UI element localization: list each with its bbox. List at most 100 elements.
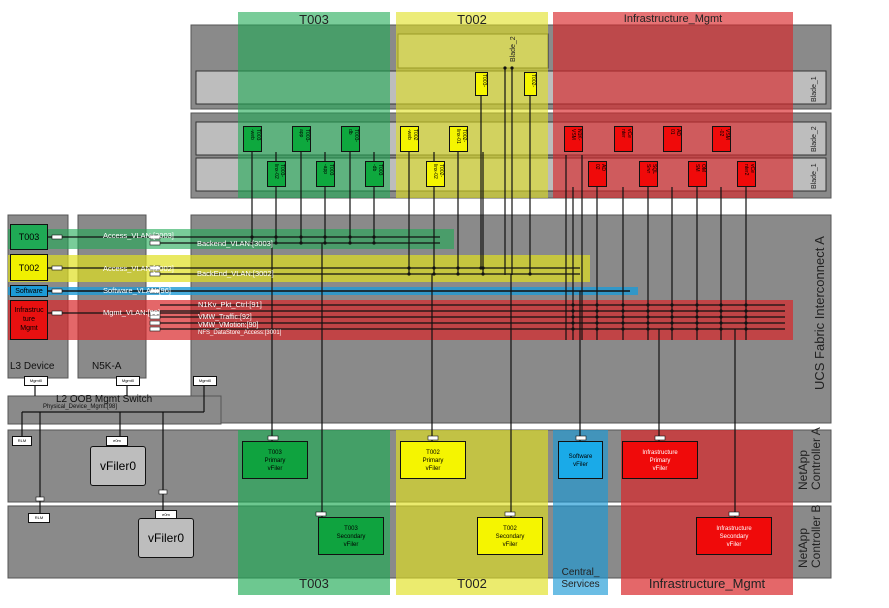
junction-dot-54 <box>719 315 723 319</box>
junction-dot-26 <box>571 327 575 331</box>
junction-dot-49 <box>695 315 699 319</box>
mgmt0-port-l3[interactable]: Mgmt0 <box>24 376 48 386</box>
vm-b2-t003-b[interactable]: T003-app <box>292 126 311 152</box>
port-marker-7 <box>149 271 161 277</box>
vm-b1-t003-c[interactable]: T003-db <box>365 161 384 187</box>
device-t002[interactable]: T002 <box>10 254 48 281</box>
rlm-port-a[interactable]: RLM <box>12 436 32 446</box>
port-markers <box>35 234 740 517</box>
port-marker-6 <box>149 265 161 271</box>
junction-dot-31 <box>595 327 599 331</box>
oob-switch-box <box>7 395 222 425</box>
n5k-label: N5K-A <box>92 361 122 372</box>
junction-dot-17 <box>456 272 460 276</box>
rlm-port-b[interactable]: RLM <box>28 513 50 523</box>
vm-c1-t002[interactable]: T002- <box>524 72 537 96</box>
vm-b2-t002-b[interactable]: T002-linx-01 <box>449 126 468 152</box>
junction-dot-30 <box>595 321 599 325</box>
junction-dot-37 <box>646 303 650 307</box>
port-marker-8 <box>149 288 161 294</box>
device-infra-line2: ture <box>22 316 36 323</box>
mgmt0-port-ucs[interactable]: Mgmt0 <box>193 376 217 386</box>
device-t002-label: T002 <box>18 262 40 273</box>
device-software-label: Software <box>15 287 43 295</box>
junction-dot-11 <box>372 241 376 245</box>
vm-b2-infra-d[interactable]: VSM-02 <box>712 126 731 152</box>
vm-b2-t003-c[interactable]: T003-db <box>341 126 360 152</box>
vm-c1-t003[interactable]: T003- <box>475 72 488 96</box>
vfiler-t003-primary[interactable]: T003 Primary vFiler <box>242 441 308 479</box>
vfiler-t002-secondary-l2: Secondary <box>495 534 525 540</box>
junction-dot-4 <box>299 235 303 239</box>
device-t003[interactable]: T003 <box>10 224 48 250</box>
wires <box>21 68 785 517</box>
vm-b2-t002-a-line1: T002 <box>412 129 418 141</box>
junction-dot-9 <box>348 241 352 245</box>
device-software[interactable]: Software <box>10 285 48 297</box>
vfiler-t003-primary-l2: Primary <box>264 458 286 464</box>
vfiler-t003-secondary-l1: T003 <box>344 526 358 532</box>
junction-dot-63 <box>510 66 514 70</box>
junction-dot-35 <box>621 321 625 325</box>
vm-b1-t003-b[interactable]: T003-app <box>316 161 335 187</box>
junction-dot-44 <box>670 315 674 319</box>
vm-b2-t003-a[interactable]: T003-web <box>243 126 262 152</box>
vm-b1-t002-a-line2: linx-02 <box>432 164 438 179</box>
vfiler-infra-primary[interactable]: Infrastructure Primary vFiler <box>622 441 698 479</box>
vm-b2-t002-a[interactable]: T002-web <box>400 126 419 152</box>
port-marker-0 <box>51 234 63 240</box>
vfiler-t003-secondary[interactable]: T003 Secondary vFiler <box>318 517 384 555</box>
vm-b2-t003-c-line1: T003- <box>353 129 359 143</box>
junction-dot-58 <box>744 309 748 313</box>
vm-b2-infra-a[interactable]: N1K-VSM <box>564 126 583 152</box>
vm-b1-t003-b-line2: -app <box>322 164 328 175</box>
junction-dot-57 <box>744 303 748 307</box>
vfiler-software-l1: Software <box>568 454 593 460</box>
vlan-band-infra <box>8 300 793 340</box>
junction-dot-53 <box>719 309 723 313</box>
port-marker-17 <box>575 435 587 441</box>
vfiler0-b[interactable]: vFiler0 <box>138 518 194 558</box>
junction-dot-51 <box>695 327 699 331</box>
vfiler-infra-secondary[interactable]: Infrastructure Secondary vFiler <box>696 517 772 555</box>
port-marker-5 <box>149 240 161 246</box>
zone-title-t002-bottom: T002 <box>457 576 487 591</box>
vm-b1-t003-a[interactable]: T003-linx-02 <box>267 161 286 187</box>
mgmt0-port-n5k[interactable]: Mgmt0 <box>116 376 140 386</box>
mgmt0-port-ucs-label: Mgmt0 <box>198 378 212 383</box>
junction-dot-19 <box>481 272 485 276</box>
port-marker-14 <box>315 511 327 517</box>
e0m-port-a[interactable]: e0m <box>106 436 128 446</box>
vfiler-software[interactable]: Software vFiler <box>558 441 603 479</box>
vm-b2-t002-a-line2: -web <box>406 129 412 140</box>
junction-dot-27 <box>595 303 599 307</box>
e0m-port-b-label: e0m <box>162 512 170 517</box>
vfiler-t002-primary-l3: vFiler <box>425 466 441 472</box>
zone-title-t003-top: T003 <box>299 12 329 27</box>
vfiler-t002-primary[interactable]: T002 Primary vFiler <box>400 441 466 479</box>
port-marker-15 <box>427 435 439 441</box>
device-infra[interactable]: Infrastruc ture Mgmt <box>10 300 48 340</box>
junction-dot-0 <box>250 235 254 239</box>
zone-title-infra-top: Infrastructure_Mgmt <box>623 13 723 25</box>
vlan-access-t003: Access_VLAN:[2003] <box>103 231 174 240</box>
vfiler-t002-secondary[interactable]: T002 Secondary vFiler <box>477 517 543 555</box>
vm-c1-t003-label: T003- <box>481 74 487 88</box>
vm-b1-t002-a[interactable]: T002-linx-02 <box>426 161 445 187</box>
vm-c1-t002-label: T002- <box>530 74 536 88</box>
junction-dot-33 <box>621 309 625 313</box>
vlan-mgmt: Mgmt_VLAN:[99] <box>103 308 161 317</box>
junction-dot-36 <box>621 327 625 331</box>
vm-b2-infra-c-line1: AD <box>675 129 681 136</box>
junction-dot-6 <box>323 235 327 239</box>
vfiler0-a[interactable]: vFiler0 <box>90 446 146 486</box>
vm-b2-infra-d-line1: VSM <box>724 129 730 140</box>
vm-b2-t002-b-line1: T002- <box>461 129 467 143</box>
junction-dot-24 <box>571 315 575 319</box>
